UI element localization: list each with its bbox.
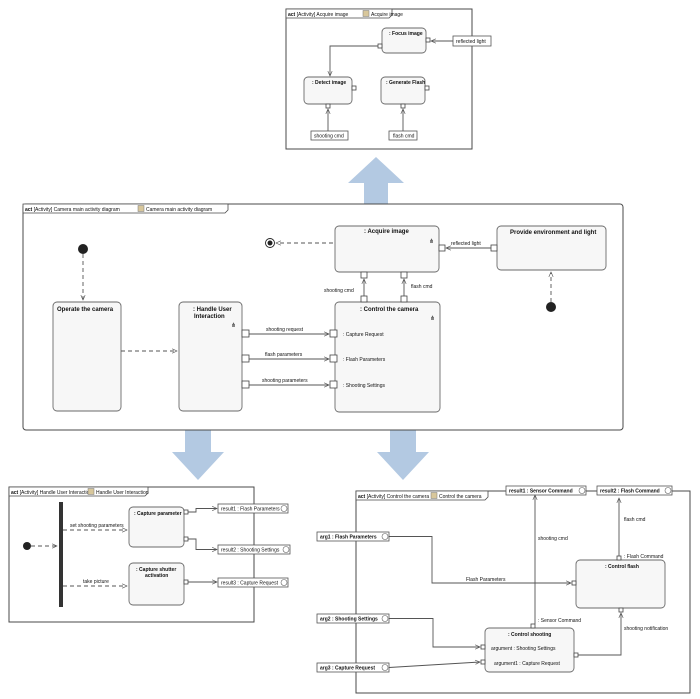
result1-parameter[interactable] (217, 503, 289, 514)
result1-label: result1 : Sensor Command (509, 489, 573, 495)
rake-icon: ⋔ (429, 238, 434, 245)
arg2-label: arg2 : Shooting Settings (320, 617, 378, 623)
shooting-request-flow-label: shooting request (266, 327, 304, 333)
capture-shutter-label-1: : Capture shutter (136, 567, 176, 573)
camera-main-diagram: act [Activity] Camera main activity diag… (22, 203, 624, 431)
flash-cmd-flow-label: flash cmd (411, 284, 433, 290)
control-shooting-action[interactable] (484, 627, 575, 673)
camera-main-frame (22, 203, 624, 431)
diagram-icon (430, 492, 438, 499)
arg3-label: arg3 : Capture Request (320, 666, 375, 672)
frame-keyword: act (358, 494, 366, 500)
frame-name-link[interactable]: Acquire image (371, 12, 403, 18)
shooting-cmd-flow-label: shooting cmd (538, 536, 568, 542)
frame-name: Acquire image (316, 12, 348, 18)
capture-parameter-action[interactable] (128, 506, 185, 548)
handle-user-interaction-diagram: act [Activity] Handle User Interaction H… (8, 486, 291, 623)
control-shooting-label: : Control shooting (508, 632, 551, 638)
shooting-notification-flow-label: shooting notification (624, 626, 668, 632)
control-camera-diagram: act [Activity] Control the camera Contro… (316, 485, 691, 694)
argument-pin-label: argument : Shooting Settings (491, 646, 556, 652)
handle-user-label-1: : Handle User (193, 307, 232, 313)
result2-parameter[interactable] (217, 544, 291, 555)
initial-node (78, 244, 88, 254)
acquire-image-label: : Acquire image (364, 229, 409, 235)
shooting-cmd-label: shooting cmd (314, 134, 344, 140)
shooting-parameters-flow-label: shooting parameters (262, 378, 308, 384)
frame-name: Handle User Interaction (40, 490, 93, 496)
focus-image-label: : Focus image (389, 31, 423, 37)
diagram-icon (87, 488, 95, 495)
frame-name-link[interactable]: Control the camera (439, 494, 482, 500)
frame-name: Camera main activity diagram (54, 207, 120, 213)
flash-parameters-flow-label: flash parameters (265, 352, 303, 358)
fork-node (59, 502, 63, 607)
rake-icon: ⋔ (430, 315, 435, 322)
shooting-cmd-parameter[interactable] (310, 130, 349, 141)
argument1-pin-label: argument1 : Capture Request (494, 661, 560, 667)
svg-text:act [Activity] Control the cam: act [Activity] Control the camera (358, 494, 429, 500)
frame-type: [Activity] (34, 207, 53, 213)
result3-parameter[interactable] (217, 577, 289, 588)
expand-arrow-down-left (172, 423, 224, 480)
flash-cmd-label: flash cmd (393, 134, 415, 140)
diagram-icon (137, 205, 145, 212)
frame-keyword: act (11, 490, 19, 496)
flash-cmd-flow-label: flash cmd (624, 517, 646, 523)
take-picture-flow-label: take picture (83, 579, 109, 585)
result2-label: result2 : Shooting Settings (221, 548, 280, 554)
result2-label: result2 : Flash Command (600, 489, 660, 495)
reflected-light-flow-label: reflected light (451, 241, 481, 247)
result2-parameter[interactable] (596, 485, 673, 496)
sensor-command-pin-label: : Sensor Command (538, 618, 581, 624)
frame-name: Control the camera (387, 494, 430, 500)
frame-keyword: act (25, 207, 33, 213)
capture-parameter-label: : Capture parameter (134, 511, 182, 517)
frame-name-link[interactable]: Handle User Interaction (96, 490, 149, 496)
detect-image-label: : Detect image (312, 80, 346, 86)
result1-label: result1 : Flash Parameters (221, 507, 280, 513)
result1-parameter[interactable] (505, 485, 587, 496)
activity-final-node (265, 238, 275, 248)
provide-environment-label: Provide environment and light (510, 230, 596, 236)
svg-text:act [Activity] Acquire image: act [Activity] Acquire image (288, 12, 349, 18)
flash-parameters-flow-label: Flash Parameters (466, 577, 506, 583)
generate-flash-label: : Generate Flash (386, 80, 425, 86)
arg1-label: arg1 : Flash Parameters (320, 535, 377, 541)
control-flash-label: : Control flash (605, 564, 639, 570)
diagram-icon (362, 10, 370, 17)
expand-arrow-down-right (377, 423, 429, 480)
shooting-settings-pin-label: : Shooting Settings (343, 383, 385, 389)
operate-camera-action[interactable] (52, 301, 122, 412)
flash-parameters-pin-label: : Flash Parameters (343, 357, 386, 363)
set-shooting-flow-label: set shooting parameters (70, 523, 124, 529)
expand-arrow-up (348, 157, 404, 214)
shooting-cmd-flow-label: shooting cmd (324, 288, 354, 294)
reflected-light-label: reflected light (456, 39, 486, 45)
svg-text:act [Activity] Handle User Int: act [Activity] Handle User Interaction (11, 490, 92, 496)
rake-icon: ⋔ (231, 322, 236, 329)
result3-label: result3 : Capture Request (221, 581, 279, 587)
frame-name-link[interactable]: Camera main activity diagram (146, 207, 212, 213)
frame-type: [Activity] (20, 490, 39, 496)
handle-user-label-2: Interaction (194, 314, 225, 320)
control-camera-label: : Control the camera (360, 307, 419, 313)
capture-request-pin-label: : Capture Request (343, 332, 384, 338)
frame-type: [Activity] (367, 494, 386, 500)
capture-shutter-label-2: activation (145, 573, 168, 579)
operate-camera-label: Operate the camera (57, 307, 114, 313)
frame-keyword: act (288, 12, 296, 18)
initial-node (546, 302, 556, 312)
initial-node (23, 542, 31, 550)
frame-type: [Activity] (297, 12, 316, 18)
acquire-image-diagram: act [Activity] Acquire image Acquire ima… (285, 8, 492, 150)
svg-text:act [Activity] Camera main act: act [Activity] Camera main activity diag… (25, 207, 120, 213)
flash-command-pin-label: : Flash Command (624, 554, 664, 560)
